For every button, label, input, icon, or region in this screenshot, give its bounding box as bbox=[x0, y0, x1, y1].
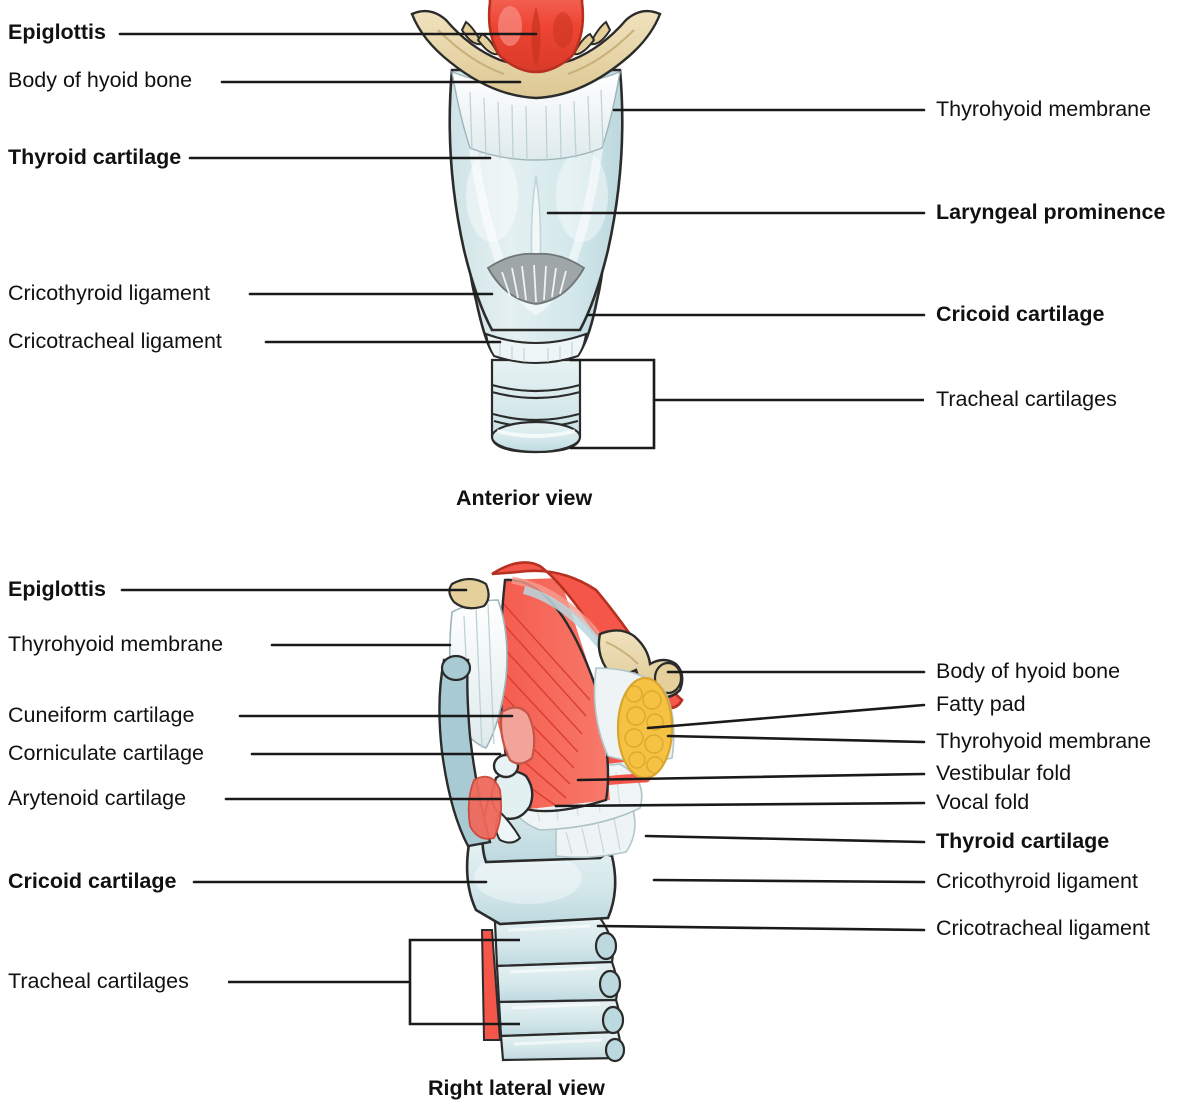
posterior-mucosa bbox=[467, 775, 503, 840]
anterior-tracheal-cartilages bbox=[490, 358, 582, 454]
label-thyrohyoid-membrane-lateral-right: Thyrohyoid membrane bbox=[936, 729, 1152, 753]
label-thyroid-cartilage-anterior: Thyroid cartilage bbox=[8, 145, 182, 169]
label-laryngeal-prominence-anterior: Laryngeal prominence bbox=[936, 200, 1166, 224]
lateral-larynx-artwork bbox=[438, 561, 684, 1063]
label-body-of-hyoid-bone-lateral: Body of hyoid bone bbox=[936, 659, 1121, 683]
label-tracheal-cartilages-lateral: Tracheal cartilages bbox=[8, 969, 189, 993]
hyoid-tip-lateral bbox=[448, 577, 490, 610]
label-epiglottis-lateral: Epiglottis bbox=[8, 577, 106, 601]
label-cricotracheal-ligament-anterior: Cricotracheal ligament bbox=[8, 329, 222, 353]
label-epiglottis-anterior: Epiglottis bbox=[8, 20, 106, 44]
label-vocal-fold-lateral: Vocal fold bbox=[936, 790, 1030, 814]
caption-anterior-view: Anterior view bbox=[456, 486, 593, 510]
posterior-muscle-strip bbox=[480, 929, 502, 1041]
label-cricoid-cartilage-anterior: Cricoid cartilage bbox=[936, 302, 1105, 326]
label-thyrohyoid-membrane-lateral-left: Thyrohyoid membrane bbox=[8, 632, 224, 656]
lateral-leader-lines bbox=[120, 588, 926, 932]
label-corniculate-cartilage-lateral: Corniculate cartilage bbox=[8, 741, 204, 765]
leader-vestibular-lat bbox=[576, 772, 926, 782]
cuneiform-cartilage-shape bbox=[499, 706, 536, 765]
label-cricoid-cartilage-lateral: Cricoid cartilage bbox=[8, 869, 177, 893]
hyoid-body-lateral bbox=[653, 661, 683, 695]
label-fatty-pad-lateral: Fatty pad bbox=[936, 692, 1026, 716]
label-cricothyroid-ligament-lateral: Cricothyroid ligament bbox=[936, 869, 1138, 893]
label-cricotracheal-ligament-lateral: Cricotracheal ligament bbox=[936, 916, 1150, 940]
caption-right-lateral-view: Right lateral view bbox=[428, 1076, 605, 1100]
lateral-tracheal-cartilages bbox=[493, 916, 626, 1063]
cricotracheal-ligament-shape bbox=[484, 332, 588, 364]
body-of-hyoid-bone-shape bbox=[410, 9, 662, 100]
label-tracheal-cartilages-anterior: Tracheal cartilages bbox=[936, 387, 1117, 411]
anterior-tracheal-bracket bbox=[570, 358, 924, 450]
leader-vocal-lat bbox=[554, 801, 926, 808]
label-cricothyroid-ligament-anterior: Cricothyroid ligament bbox=[8, 281, 210, 305]
anterior-larynx-artwork bbox=[410, 0, 662, 454]
leader-thyrohyoid-lat-right bbox=[666, 734, 926, 744]
label-vestibular-fold-lateral: Vestibular fold bbox=[936, 761, 1072, 785]
leader-fattypad-lat bbox=[646, 703, 926, 730]
label-thyrohyoid-membrane-anterior: Thyrohyoid membrane bbox=[936, 97, 1152, 121]
label-body-of-hyoid-bone-anterior: Body of hyoid bone bbox=[8, 68, 193, 92]
label-cuneiform-cartilage-lateral: Cuneiform cartilage bbox=[8, 703, 195, 727]
anterior-leader-lines bbox=[118, 32, 926, 344]
lateral-tracheal-bracket bbox=[228, 938, 520, 1026]
label-thyroid-cartilage-lateral: Thyroid cartilage bbox=[936, 829, 1110, 853]
leader-cricotracheal-lat bbox=[596, 924, 926, 932]
leader-cricothyroid-lat bbox=[652, 878, 926, 884]
label-arytenoid-cartilage-lateral: Arytenoid cartilage bbox=[8, 786, 187, 810]
leader-thyroid-lat bbox=[644, 834, 926, 844]
